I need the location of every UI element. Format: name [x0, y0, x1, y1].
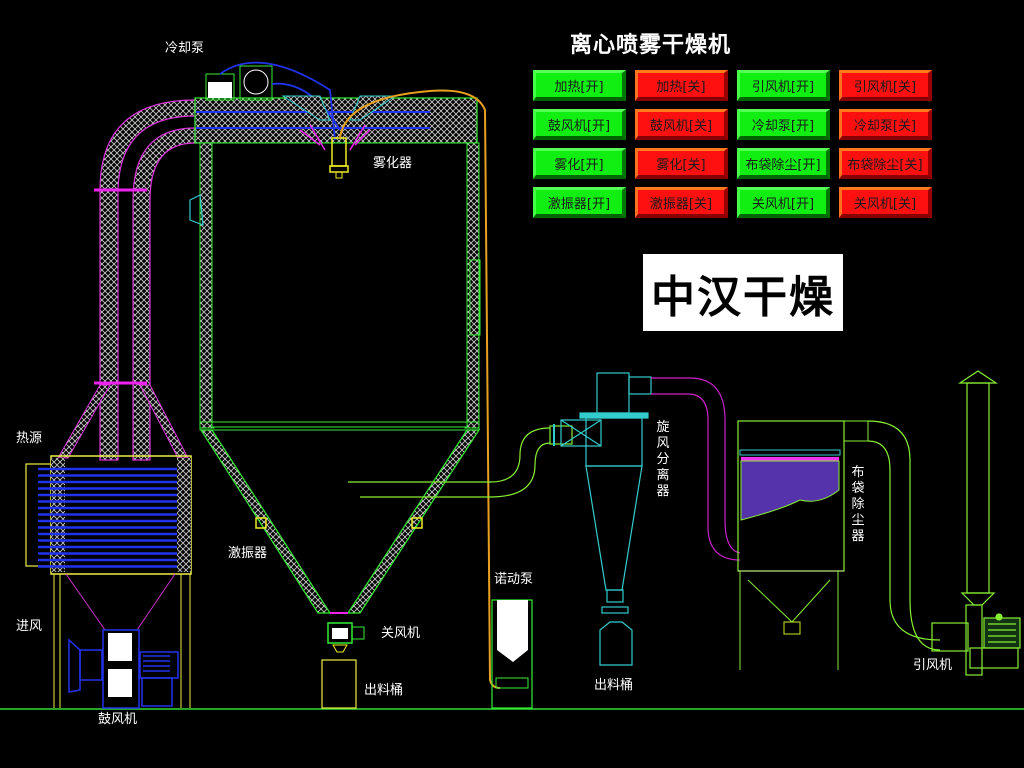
rotary-valve-label: 关风机 [381, 626, 421, 641]
heater-unit [25, 455, 192, 708]
control-panel: 加热[开] 加热[关] 引风机[开] 引风机[关] 鼓风机[开] 鼓风机[关] … [533, 70, 933, 220]
peristaltic-pump-label: 诺动泵 [494, 572, 534, 587]
bag-filter-on-button[interactable]: 布袋除尘[开] [737, 148, 830, 179]
bag-filter [737, 420, 869, 670]
blower-off-button[interactable]: 鼓风机[关] [635, 109, 728, 140]
drying-chamber [189, 97, 481, 614]
atomize-on-button[interactable]: 雾化[开] [533, 148, 626, 179]
bag-filter-off-button[interactable]: 布袋除尘[关] [839, 148, 932, 179]
induced-fan-on-button[interactable]: 引风机[开] [737, 70, 830, 101]
induced-fan-label: 引风机 [913, 658, 953, 673]
induced-fan-duct [867, 370, 998, 676]
vibrator-off-button[interactable]: 激振器[关] [635, 187, 728, 218]
heat-source-label: 热源 [16, 431, 43, 446]
bag-filter-label: 布袋除尘器 [851, 465, 865, 544]
page-title: 离心喷雾干燥机 [570, 33, 732, 58]
rotary-valve [321, 622, 365, 709]
peristaltic-pump [491, 599, 533, 709]
cyclone-separator [560, 372, 652, 666]
heat-on-button[interactable]: 加热[开] [533, 70, 626, 101]
air-inlet-label: 进风 [16, 619, 43, 634]
rotary-valve-off-button[interactable]: 关风机[关] [839, 187, 932, 218]
heat-off-button[interactable]: 加热[关] [635, 70, 728, 101]
hot-air-duct [57, 99, 196, 461]
cyclone-outlet-duct [651, 377, 741, 561]
discharge-bin-label: 出料桶 [364, 683, 404, 698]
cooling-pump-on-button[interactable]: 冷却泵[开] [737, 109, 830, 140]
blower-on-button[interactable]: 鼓风机[开] [533, 109, 626, 140]
rotary-valve-on-button[interactable]: 关风机[开] [737, 187, 830, 218]
cyclone-label: 旋风分离器 [656, 420, 670, 499]
blower-unit [68, 629, 179, 709]
exhaust-duct [348, 424, 573, 498]
blower-label: 鼓风机 [98, 712, 138, 727]
cooling-pump-label: 冷却泵 [165, 41, 205, 56]
atomizer-label: 雾化器 [373, 156, 413, 171]
vibrator-on-button[interactable]: 激振器[开] [533, 187, 626, 218]
atomize-off-button[interactable]: 雾化[关] [635, 148, 728, 179]
induced-fan-off-button[interactable]: 引风机[关] [839, 70, 932, 101]
cooling-pump-off-button[interactable]: 冷却泵[关] [839, 109, 932, 140]
vibrator-label: 激振器 [228, 546, 268, 561]
induced-fan [969, 613, 1021, 669]
brand-logo: 中汉干燥 [643, 254, 843, 331]
discharge-bin-2-label: 出料桶 [594, 678, 634, 693]
